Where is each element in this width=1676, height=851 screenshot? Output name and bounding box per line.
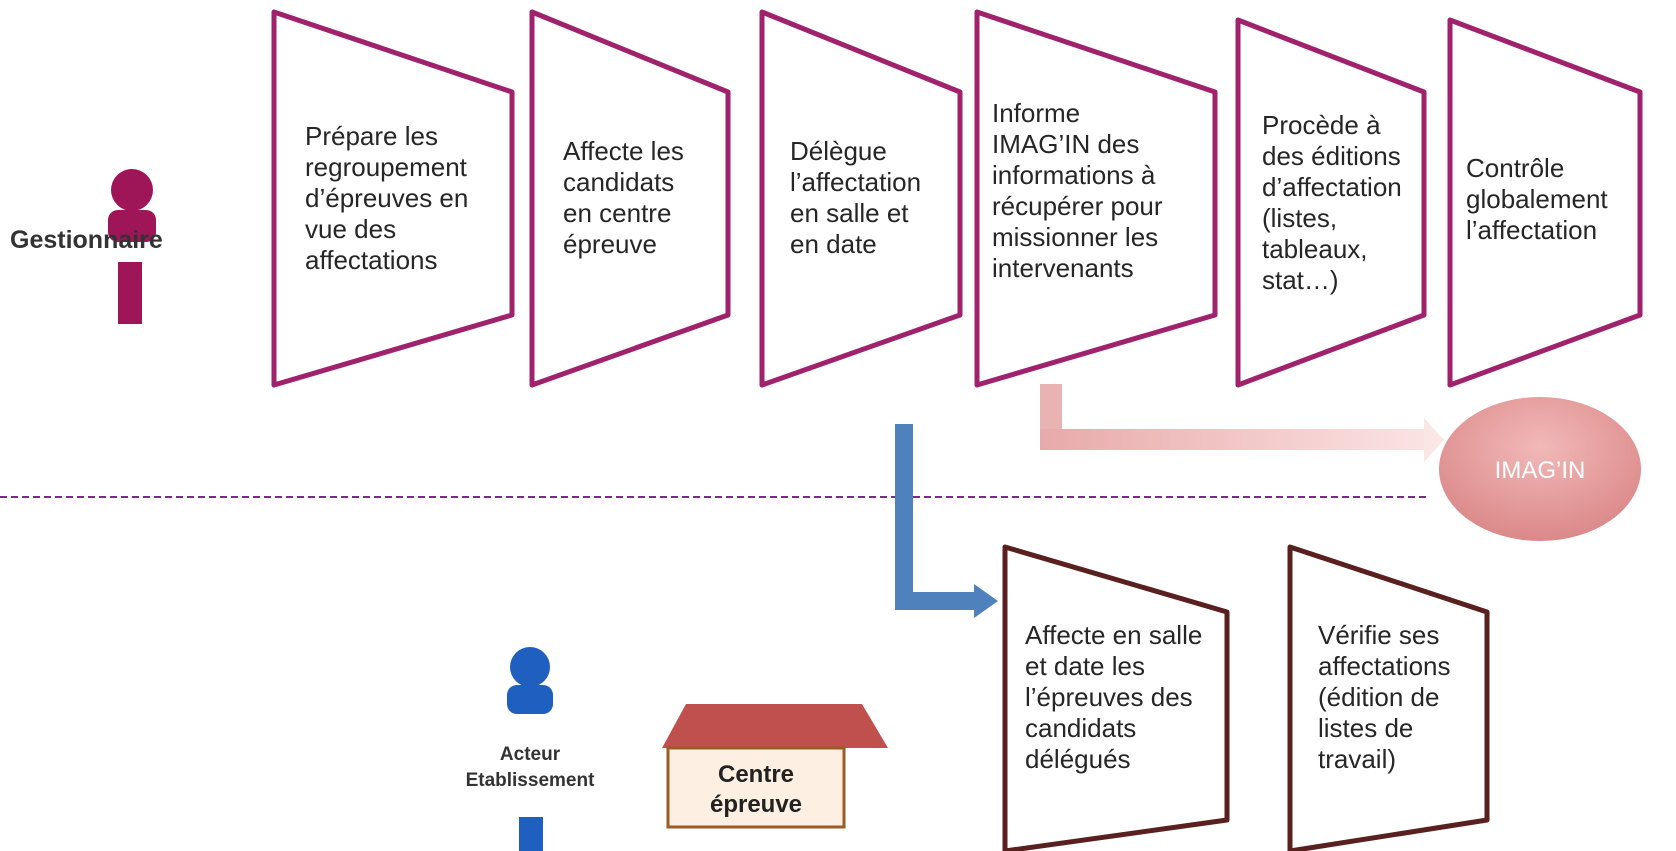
etablissement-label: Acteur Etablissement <box>465 744 595 791</box>
centre-epreuve-building <box>662 704 888 829</box>
gestionnaire-step-6: Contrôle globalement l’affectation <box>1466 153 1608 245</box>
gestionnaire-step-4: Informe IMAG’IN des informations à récup… <box>992 98 1163 283</box>
etablissement-step-shape-2 <box>1287 544 1490 851</box>
etablissement-step-shape-1 <box>1002 544 1230 851</box>
gestionnaire-step-shape-4 <box>974 9 1218 388</box>
gestionnaire-step-shape-5 <box>1235 17 1427 388</box>
centre-epreuve-label: Centre épreuve <box>709 761 803 818</box>
gestionnaire-step-shape-6 <box>1447 17 1643 388</box>
gestionnaire-step-shape-3 <box>759 9 963 388</box>
gestionnaire-person-icon <box>108 169 156 324</box>
delegation-arrow <box>895 424 998 618</box>
etablissement-person-icon <box>507 647 553 851</box>
gestionnaire-step-5: Procède à des éditions d’affectation (li… <box>1262 110 1402 295</box>
gestionnaire-step-2: Affecte les candidats en centre épreuve <box>563 136 684 259</box>
gestionnaire-step-shape-1 <box>271 9 515 388</box>
gestionnaire-step-shape-2 <box>529 9 731 388</box>
imagin-label: IMAG’IN <box>1494 457 1586 484</box>
etablissement-step-1: Affecte en salle et date les l’épreuves … <box>1025 620 1203 774</box>
gestionnaire-step-1: Prépare les regroupement d’épreuves en v… <box>305 121 469 275</box>
imagin-system <box>1439 397 1641 541</box>
gestionnaire-step-3: Délègue l’affectation en salle et en dat… <box>790 136 922 259</box>
etablissement-step-2: Vérifie ses affectations (édition de lis… <box>1318 620 1451 774</box>
gestionnaire-label: Gestionnaire <box>10 226 163 254</box>
arrow-to-imagin <box>1040 384 1444 462</box>
